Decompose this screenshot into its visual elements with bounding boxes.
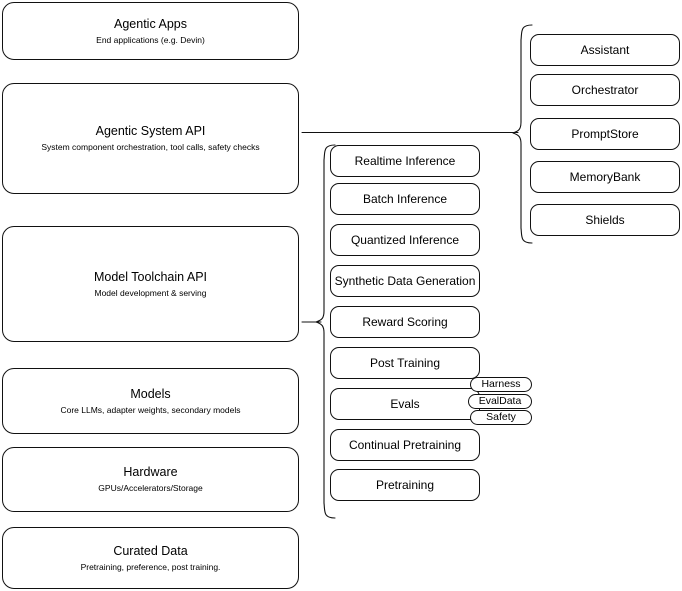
capability-label: Synthetic Data Generation [334,273,476,288]
component-label: Orchestrator [571,82,639,97]
capability-reward-scoring[interactable]: Reward Scoring [330,306,480,338]
layer-subtitle: Model development & serving [94,287,207,298]
layer-agentic-apps[interactable]: Agentic Apps End applications (e.g. Devi… [2,2,299,60]
layer-model-toolchain-api[interactable]: Model Toolchain API Model development & … [2,226,299,342]
capability-label: Pretraining [375,477,435,492]
capability-batch-inference[interactable]: Batch Inference [330,183,480,215]
layer-title: Agentic System API [95,124,206,138]
evals-badge-harness[interactable]: Harness [470,377,532,392]
component-promptstore[interactable]: PromptStore [530,118,680,150]
capability-label: Batch Inference [362,191,448,206]
capability-realtime-inference[interactable]: Realtime Inference [330,145,480,177]
capability-synthetic-data-generation[interactable]: Synthetic Data Generation [330,265,480,297]
capability-evals[interactable]: Evals [330,388,480,420]
component-memorybank[interactable]: MemoryBank [530,161,680,193]
capability-label: Quantized Inference [350,232,460,247]
layer-title: Agentic Apps [114,16,187,31]
component-orchestrator[interactable]: Orchestrator [530,74,680,106]
evals-badge-safety[interactable]: Safety [470,410,532,425]
capability-label: Post Training [369,355,441,370]
layer-subtitle: GPUs/Accelerators/Storage [98,483,203,493]
layer-title: Model Toolchain API [93,269,208,284]
evals-badge-evaldata[interactable]: EvalData [468,394,532,409]
evals-badge-label: Safety [486,411,516,423]
capability-post-training[interactable]: Post Training [330,347,480,379]
capability-label: Realtime Inference [354,153,456,168]
component-label: MemoryBank [569,169,641,184]
layer-subtitle: System component orchestration, tool cal… [41,142,260,152]
layer-title: Hardware [123,465,178,479]
layer-subtitle: Pretraining, preference, post training. [80,561,221,572]
layer-title: Curated Data [113,543,188,558]
layer-subtitle: End applications (e.g. Devin) [96,34,205,45]
capability-pretraining[interactable]: Pretraining [330,469,480,501]
capability-label: Reward Scoring [362,314,448,329]
component-label: Assistant [580,42,630,57]
evals-badge-label: Harness [481,378,521,390]
layer-subtitle: Core LLMs, adapter weights, secondary mo… [60,404,241,415]
layer-hardware[interactable]: Hardware GPUs/Accelerators/Storage [2,447,299,512]
capability-quantized-inference[interactable]: Quantized Inference [330,224,480,256]
component-assistant[interactable]: Assistant [530,34,680,66]
capability-continual-pretraining[interactable]: Continual Pretraining [330,429,480,461]
component-label: Shields [585,212,625,227]
capability-label: Evals [390,396,420,411]
layer-curated-data[interactable]: Curated Data Pretraining, preference, po… [2,527,299,589]
evals-badge-label: EvalData [478,395,522,407]
layer-agentic-system-api[interactable]: Agentic System API System component orch… [2,83,299,194]
component-label: PromptStore [571,126,639,141]
layer-models[interactable]: Models Core LLMs, adapter weights, secon… [2,368,299,434]
layer-title: Models [130,386,171,401]
capability-label: Continual Pretraining [348,437,462,452]
component-shields[interactable]: Shields [530,204,680,236]
